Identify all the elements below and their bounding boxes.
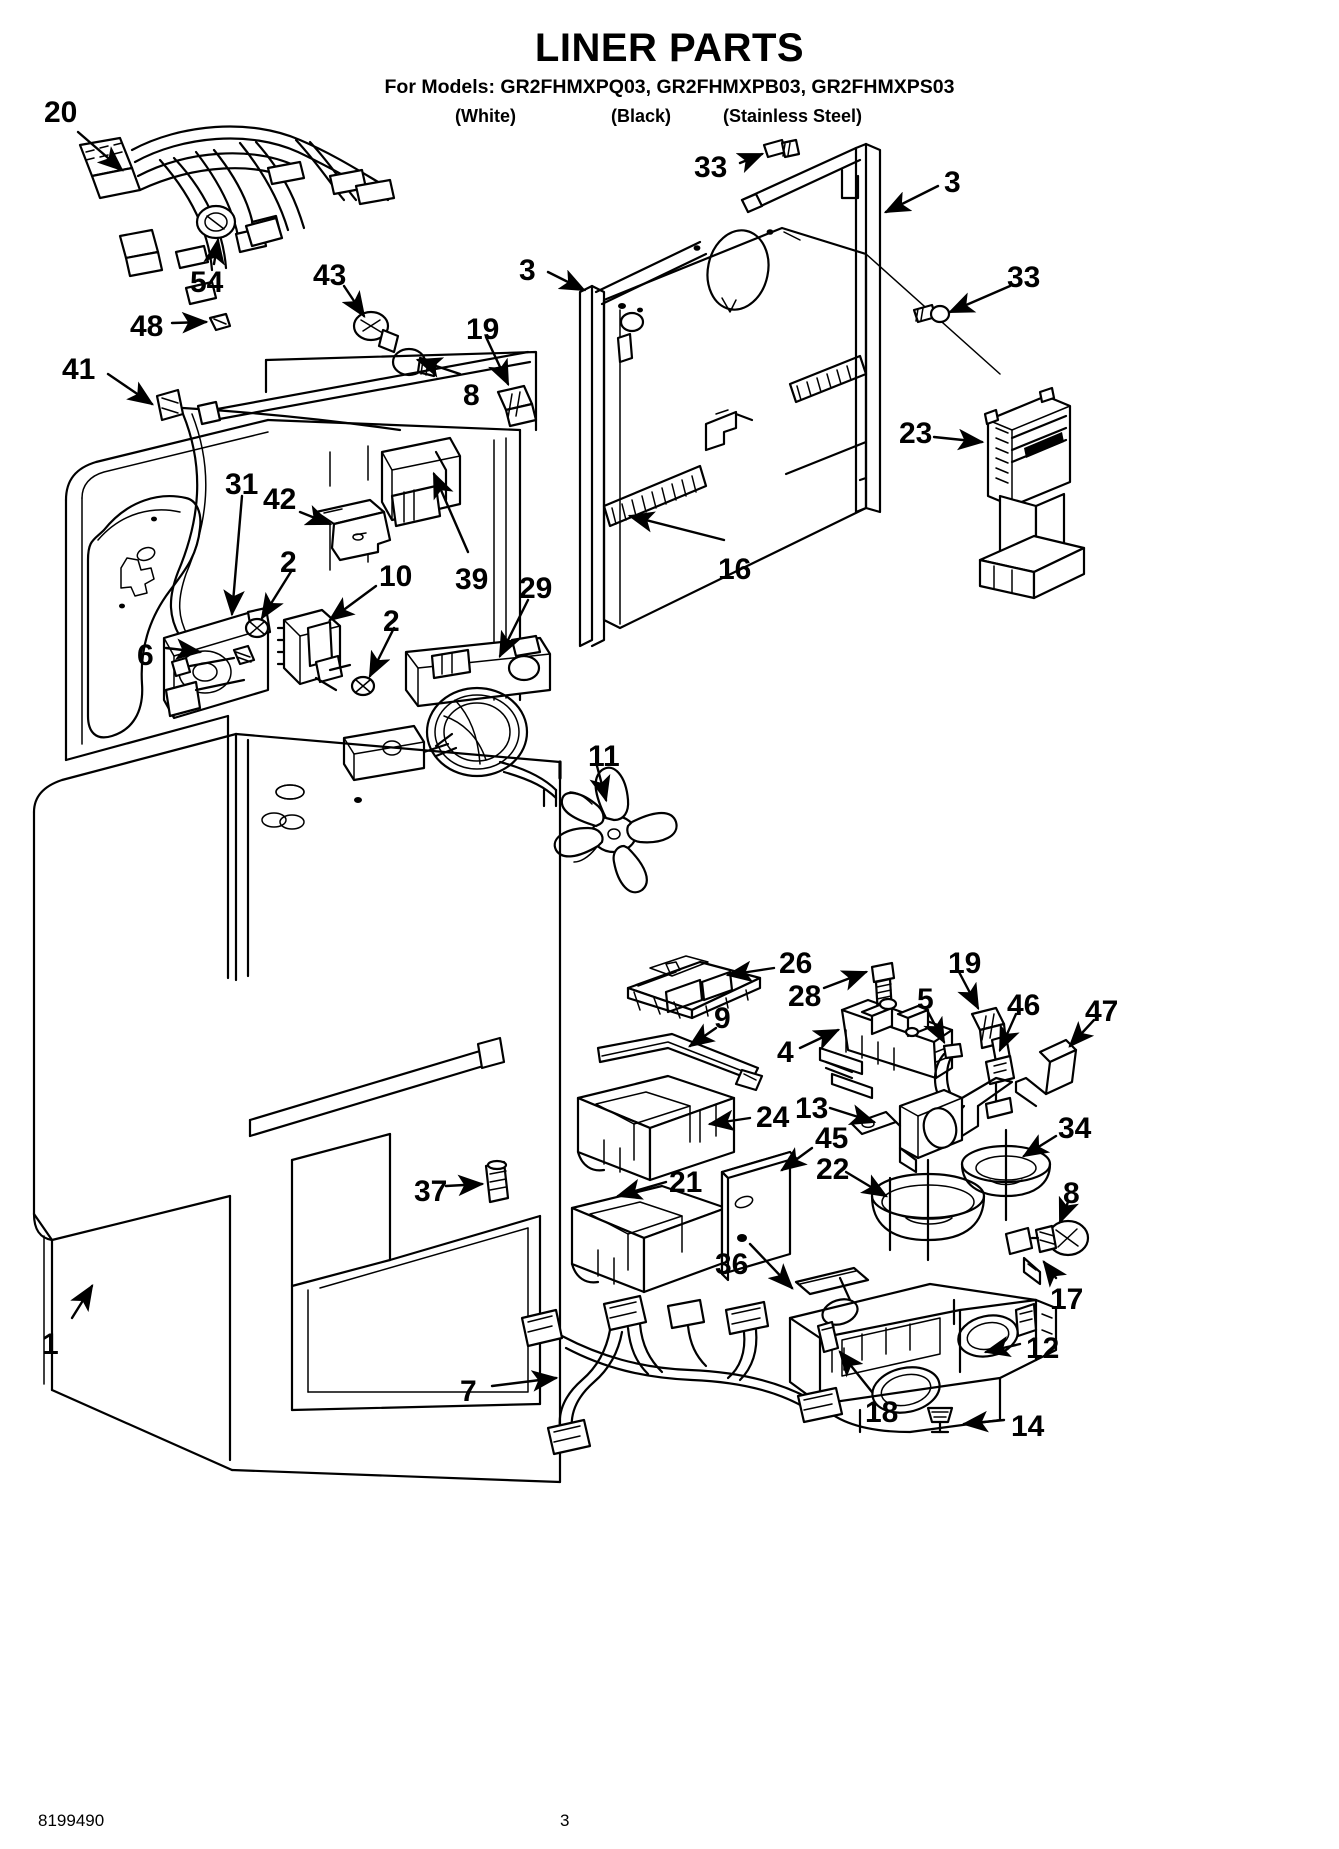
wire-strip-art — [596, 1032, 764, 1092]
callout-42: 42 — [263, 483, 297, 516]
callout-13: 13 — [795, 1092, 829, 1125]
callout-33-lower: 33 — [1007, 261, 1041, 294]
wire-harness-main-art — [78, 125, 396, 306]
document-number: 8199490 — [38, 1811, 105, 1830]
callout-6: 6 — [137, 639, 154, 672]
callout-4: 4 — [777, 1036, 794, 1069]
callout-41: 41 — [62, 353, 96, 386]
callout-28: 28 — [788, 980, 822, 1013]
callout-2-upper: 2 — [280, 546, 297, 579]
foam-insert-upper-art — [576, 1074, 736, 1182]
callout-29: 29 — [519, 572, 553, 605]
color-white: (White) — [455, 105, 516, 126]
callout-11: 11 — [588, 740, 620, 773]
bracket-small-art — [984, 1034, 1016, 1120]
damper-control-art — [276, 608, 352, 692]
callout-17: 17 — [1050, 1283, 1084, 1316]
drain-plug-art — [484, 1159, 510, 1204]
dispenser-module-art — [978, 386, 1086, 600]
callout-23: 23 — [899, 417, 933, 450]
callout-54: 54 — [190, 266, 224, 299]
air-duct-housing-art — [380, 436, 462, 528]
bowl-gasket-art — [960, 1128, 1052, 1222]
callout-19-lower: 19 — [948, 947, 982, 980]
control-board-art — [818, 997, 954, 1100]
callout-26: 26 — [779, 947, 813, 980]
page-footer: 8199490 3 — [0, 1811, 1339, 1831]
fan-bracket-art — [162, 606, 272, 720]
callout-19-upper: 19 — [466, 313, 500, 346]
bulb-lamp-art — [1004, 1219, 1090, 1257]
color-variants: (White) (Black) (Stainless Steel) — [0, 106, 1339, 132]
callout-22: 22 — [816, 1153, 850, 1186]
callout-24: 24 — [756, 1101, 790, 1134]
color-black: (Black) — [611, 105, 672, 126]
callout-47: 47 — [1085, 995, 1119, 1028]
callout-12: 12 — [1026, 1332, 1060, 1365]
pad-insulation-art — [794, 1266, 870, 1302]
leader-lines — [70, 130, 1096, 1433]
clip-retainer-art — [208, 312, 232, 332]
screw-fastener-art — [244, 617, 376, 697]
light-socket-art — [352, 310, 438, 378]
callout-1: 1 — [42, 1328, 59, 1361]
callout-9: 9 — [714, 1002, 731, 1035]
terminal-block-art — [496, 384, 538, 428]
model-list: For Models: GR2FHMXPQ03, GR2FHMXPB03, GR… — [384, 76, 955, 98]
callout-39: 39 — [455, 563, 489, 596]
callout-18: 18 — [865, 1396, 899, 1429]
seal-ring-art — [1022, 1256, 1042, 1286]
callout-48: 48 — [130, 310, 164, 343]
callout-16: 16 — [718, 553, 752, 586]
callout-10: 10 — [379, 560, 413, 593]
callout-37: 37 — [414, 1175, 448, 1208]
motor-mount-art — [850, 1076, 1014, 1174]
callout-43: 43 — [313, 259, 347, 292]
foam-insert-lower-art — [570, 1184, 728, 1294]
callout-8-lower: 8 — [1063, 1177, 1080, 1210]
callout-31: 31 — [225, 468, 259, 501]
nut-cap-art — [926, 1406, 954, 1434]
rod-shaft-art — [816, 1320, 840, 1354]
callout-34: 34 — [1058, 1112, 1092, 1145]
color-stainless: (Stainless Steel) — [723, 105, 863, 126]
bracket-arm-art — [1014, 1038, 1078, 1108]
fan-shroud-art — [342, 634, 558, 808]
page-title: LINER PARTS — [534, 26, 805, 70]
evaporator-fan-blade-art — [553, 766, 678, 894]
callout-2-lower: 2 — [383, 605, 400, 638]
callout-33-upper: 33 — [694, 151, 728, 184]
vent-grille-art — [626, 955, 762, 1020]
callout-20: 20 — [44, 96, 78, 129]
callout-3-left: 3 — [519, 254, 536, 287]
cover-plate-art — [720, 1150, 798, 1282]
page-number: 3 — [560, 1811, 570, 1830]
callout-7: 7 — [460, 1375, 477, 1408]
callout-45: 45 — [815, 1122, 849, 1155]
callout-46: 46 — [1007, 989, 1041, 1022]
diagram-header: LINER PARTS For Models: GR2FHMXPQ03, GR2… — [0, 0, 1339, 132]
rear-panel-art — [578, 142, 1001, 648]
callout-3-upper: 3 — [944, 166, 961, 199]
callout-36: 36 — [715, 1248, 749, 1281]
callout-14: 14 — [1011, 1410, 1045, 1443]
wire-harness-lower-art — [520, 1294, 844, 1456]
callout-8-upper: 8 — [463, 379, 480, 412]
cabinet-liner-art — [32, 732, 562, 1484]
auger-cup-art — [870, 1158, 986, 1262]
callout-21: 21 — [669, 1166, 703, 1199]
screw-panel-art — [762, 138, 951, 324]
screw-hex-art — [170, 644, 256, 678]
mounting-plate-art — [314, 498, 392, 562]
callout-5: 5 — [917, 983, 934, 1016]
